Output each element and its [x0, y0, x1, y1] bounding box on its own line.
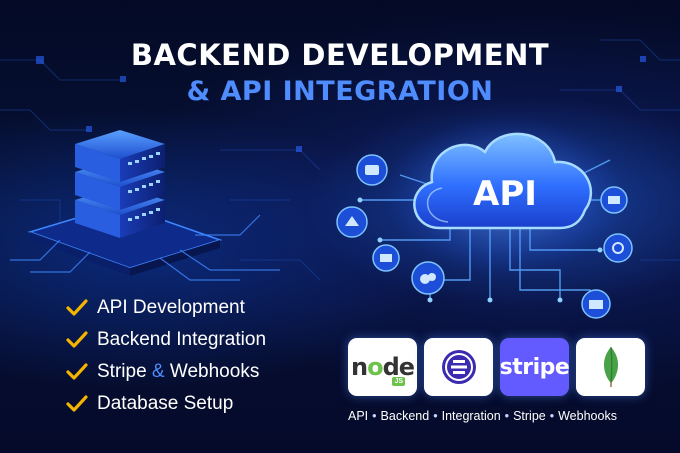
- node-n: n: [350, 353, 368, 381]
- mongodb-logo: [576, 338, 645, 396]
- tag-line: API•Backend•Integration•Stripe•Webhooks: [348, 409, 648, 423]
- stripe-wordmark: stripe: [499, 354, 570, 380]
- tag-separator: •: [549, 409, 555, 423]
- crypto-coin-icon: [441, 350, 476, 384]
- tag: API: [348, 409, 369, 423]
- feature-item: API Development: [66, 292, 266, 324]
- server-stack-icon: [10, 130, 280, 281]
- tag-separator: •: [504, 409, 510, 423]
- check-icon: [66, 363, 88, 380]
- feature-label: Stripe & Webhooks: [97, 361, 259, 383]
- nodejs-logo: node JS: [348, 338, 417, 396]
- tag: Integration: [441, 409, 501, 423]
- feature-item: Backend Integration: [66, 324, 266, 356]
- feature-item: Database Setup: [66, 388, 266, 420]
- feature-label: Backend Integration: [97, 329, 267, 350]
- feature-label-part: Webhooks: [169, 361, 260, 382]
- feature-label-part: Stripe: [97, 361, 147, 382]
- feature-label: API Development: [97, 297, 245, 318]
- tag: Stripe: [513, 409, 546, 423]
- tech-logo-row: node JS stripe: [348, 338, 645, 396]
- floating-icons: [336, 154, 633, 319]
- tag: Backend: [380, 409, 430, 423]
- headline-line-2: & API INTEGRATION: [186, 76, 494, 107]
- feature-label: Database Setup: [97, 393, 234, 414]
- tag: Webhooks: [558, 409, 617, 423]
- tag-separator: •: [433, 409, 438, 423]
- check-icon: [66, 331, 88, 348]
- ampersand: &: [151, 361, 165, 382]
- nodejs-badge: JS: [392, 377, 405, 386]
- node-o: o: [367, 353, 383, 381]
- feature-item: Stripe & Webhooks: [66, 356, 266, 388]
- mongodb-leaf-icon: [603, 346, 618, 387]
- nodejs-wordmark: node: [350, 353, 415, 381]
- cloud-api-label: API: [473, 174, 537, 214]
- stripe-logo: stripe: [499, 338, 570, 396]
- feature-list: API Development Backend Integration Stri…: [66, 292, 266, 420]
- tag-separator: •: [372, 409, 377, 423]
- cloud-icon: [413, 132, 593, 230]
- node-de: de: [382, 353, 415, 381]
- check-icon: [66, 395, 88, 412]
- headline-line-1: BACKEND DEVELOPMENT: [130, 38, 550, 72]
- check-icon: [66, 299, 88, 316]
- crypto-logo: [424, 338, 493, 396]
